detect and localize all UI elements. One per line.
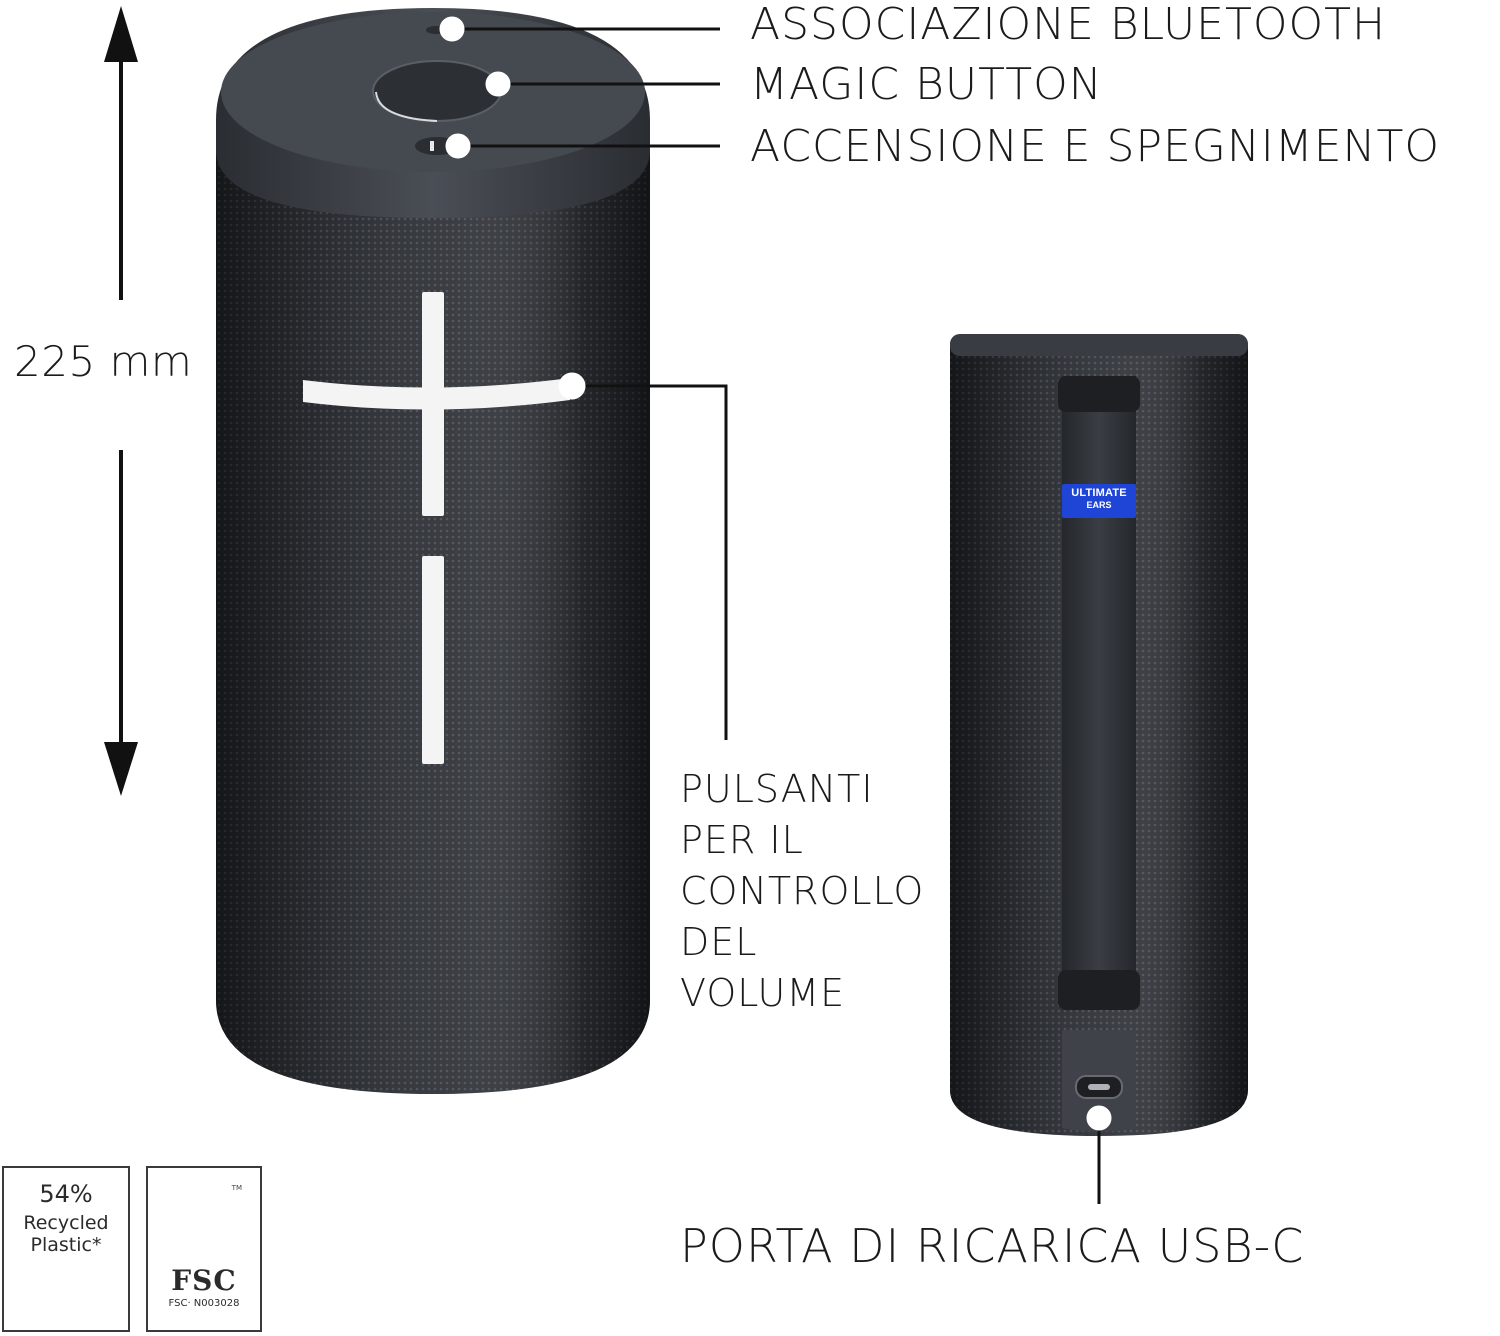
fsc-badge: FSC FSC· N003028 TM bbox=[146, 1166, 262, 1332]
fsc-word: FSC bbox=[171, 1264, 237, 1297]
recycled-percent: 54% bbox=[39, 1180, 93, 1208]
recycled-text: Recycled Plastic* bbox=[4, 1212, 128, 1256]
bluetooth-label: ASSOCIAZIONE BLUETOOTH bbox=[750, 0, 1387, 50]
fsc-code: FSC· N003028 bbox=[168, 1298, 240, 1309]
callout-lines bbox=[452, 27, 1101, 1204]
strap-loop-top bbox=[1058, 376, 1140, 412]
height-label: 225 mm bbox=[14, 337, 193, 386]
volume-label-line: CONTROLLO bbox=[680, 869, 925, 913]
ultimate-ears-logo: ULTIMATE EARS bbox=[1062, 484, 1136, 518]
carry-strap bbox=[1062, 376, 1136, 1000]
magic-button-label: MAGIC BUTTON bbox=[750, 59, 1103, 110]
recycled-line-2: Plastic* bbox=[30, 1234, 102, 1256]
volume-plus-horizontal[interactable] bbox=[303, 378, 570, 410]
callout-dots bbox=[439, 16, 1112, 1131]
back-speaker bbox=[950, 334, 1248, 1136]
volume-label-line: PER IL bbox=[680, 818, 804, 862]
power-label: ACCENSIONE E SPEGNIMENTO bbox=[750, 121, 1440, 172]
height-dimension-arrow bbox=[104, 6, 138, 796]
brand-line-2: EARS bbox=[1086, 500, 1112, 510]
brand-line-1: ULTIMATE bbox=[1071, 487, 1127, 499]
volume-label-line: VOLUME bbox=[680, 971, 846, 1015]
volume-label-line: DEL bbox=[680, 920, 758, 964]
front-speaker bbox=[216, 8, 650, 1094]
volume-minus[interactable] bbox=[422, 556, 444, 764]
usb-c-label: PORTA DI RICARICA USB-C bbox=[680, 1219, 1305, 1273]
volume-buttons-label: PULSANTI PER IL CONTROLLO DEL VOLUME bbox=[680, 764, 960, 1019]
volume-label-line: PULSANTI bbox=[680, 767, 874, 811]
recycled-plastic-badge: 54% Recycled Plastic* bbox=[2, 1166, 130, 1332]
fsc-trademark: TM bbox=[231, 1184, 242, 1192]
recycled-line-1: Recycled bbox=[23, 1212, 109, 1234]
